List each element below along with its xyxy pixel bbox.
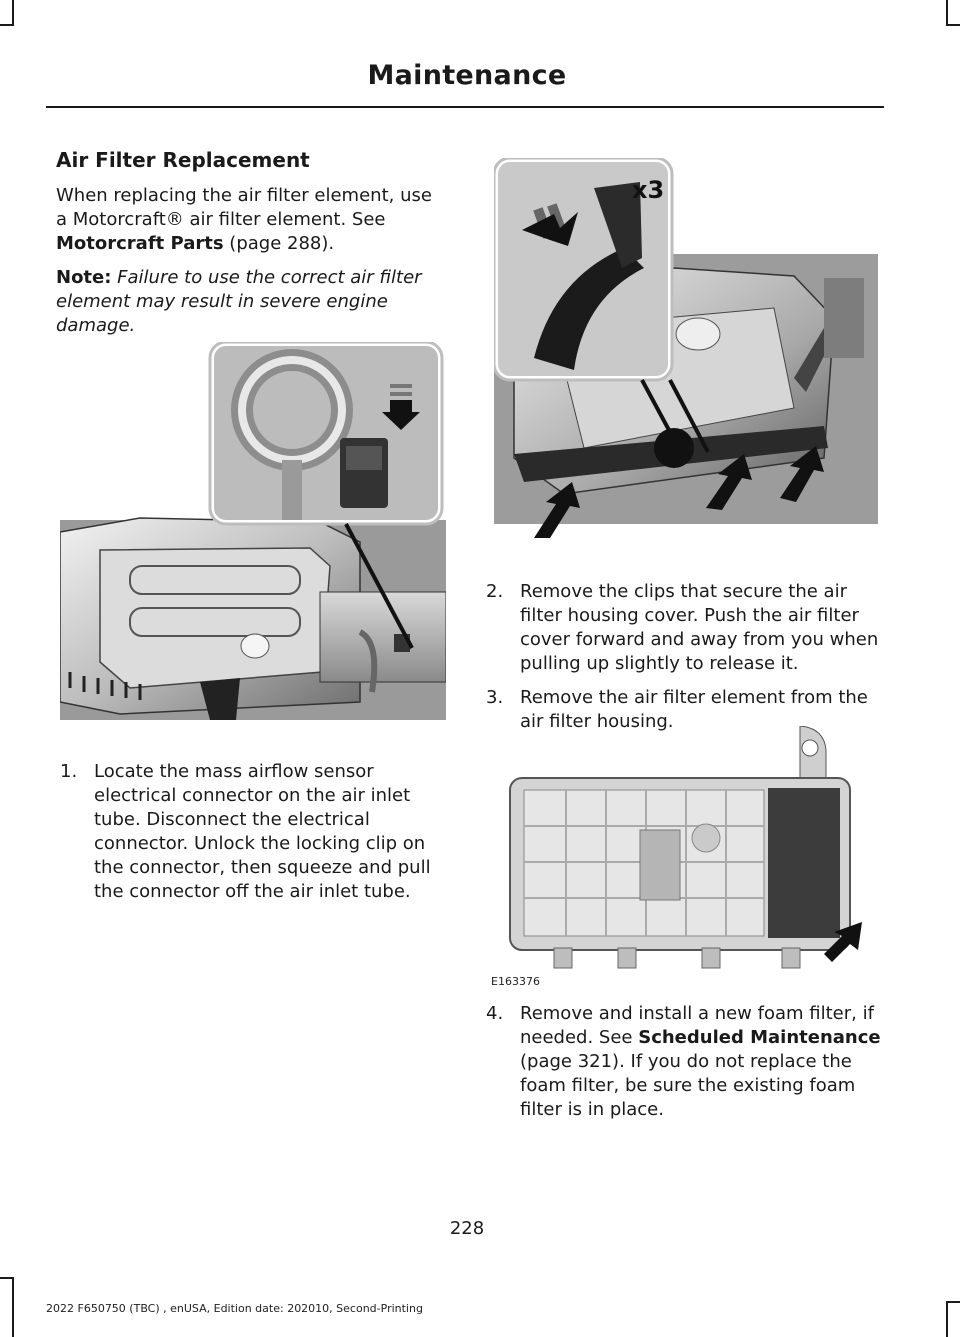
step-4: 4.Remove and install a new foam filter, … <box>486 1003 881 1120</box>
left-column-intro: Air Filter Replacement When replacing th… <box>56 148 446 348</box>
crop-mark <box>946 24 960 26</box>
crop-mark <box>12 1279 14 1337</box>
steps-2-3: 2.Remove the clips that secure the air f… <box>486 581 879 732</box>
note-paragraph: Note: Failure to use the correct air fil… <box>56 267 422 336</box>
figure-filter-housing <box>506 726 868 976</box>
crop-mark <box>946 1301 960 1303</box>
section-heading: Air Filter Replacement <box>56 148 310 172</box>
page-number: 228 <box>449 1218 485 1239</box>
motorcraft-parts-link[interactable]: Motorcraft Parts <box>56 233 224 254</box>
intro-paragraph: When replacing the air filter element, u… <box>56 185 432 254</box>
footer-edition: 2022 F650750 (TBC) , enUSA, Edition date… <box>46 1302 423 1315</box>
figure-housing-clips: x3 <box>494 158 878 540</box>
crop-mark <box>946 1303 948 1337</box>
scheduled-maintenance-link[interactable]: Scheduled Maintenance <box>638 1027 881 1048</box>
step-1: 1.Locate the mass airflow sensor electri… <box>60 761 431 902</box>
header-divider <box>46 106 884 108</box>
crop-mark <box>0 24 14 26</box>
crop-mark <box>0 1277 14 1279</box>
crop-mark <box>946 0 948 24</box>
figure-code: E163376 <box>491 975 540 988</box>
figure-maf-connector <box>60 342 446 720</box>
crop-mark <box>12 0 14 24</box>
quantity-label: x3 <box>632 176 664 204</box>
page-title: Maintenance <box>367 60 567 91</box>
